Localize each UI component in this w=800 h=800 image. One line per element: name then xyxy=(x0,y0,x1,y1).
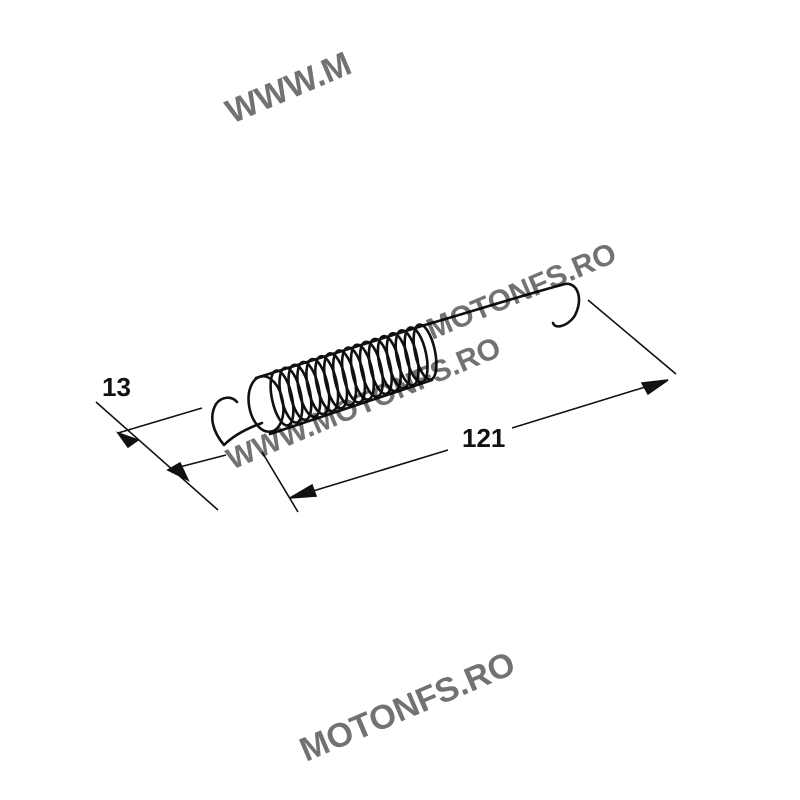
length-extension-right xyxy=(587,299,677,375)
watermark-middle-1: MOTONFS.RO xyxy=(422,237,622,347)
spring-coil-turn xyxy=(331,349,358,407)
spring-right-hook xyxy=(423,282,581,328)
spring xyxy=(211,282,581,447)
diameter-dimension xyxy=(95,401,227,511)
length-arrow-left xyxy=(289,483,318,499)
length-dimension xyxy=(261,299,677,513)
diameter-label: 13 xyxy=(102,372,131,402)
spring-envelope-bottom xyxy=(268,378,434,436)
diameter-dimension-line xyxy=(95,401,219,511)
diameter-extension-top xyxy=(117,407,203,434)
length-dimension-line-right xyxy=(511,379,669,429)
length-arrow-right xyxy=(640,379,669,396)
watermark-middle-2: WWW.MOTONFS.RO xyxy=(222,331,506,476)
spring-left-hook xyxy=(211,396,264,447)
length-extension-left xyxy=(261,451,299,513)
spring-coil-turn xyxy=(376,334,402,393)
diameter-arrow-top xyxy=(115,431,140,449)
spring-envelope-top xyxy=(254,323,427,380)
diameter-arrow-bottom xyxy=(166,461,190,482)
length-dimension-line-left xyxy=(289,449,449,499)
length-label: 121 xyxy=(462,423,505,453)
watermark-top: WWW.M xyxy=(220,45,357,132)
watermark-bottom: MOTONFS.RO xyxy=(294,645,520,770)
